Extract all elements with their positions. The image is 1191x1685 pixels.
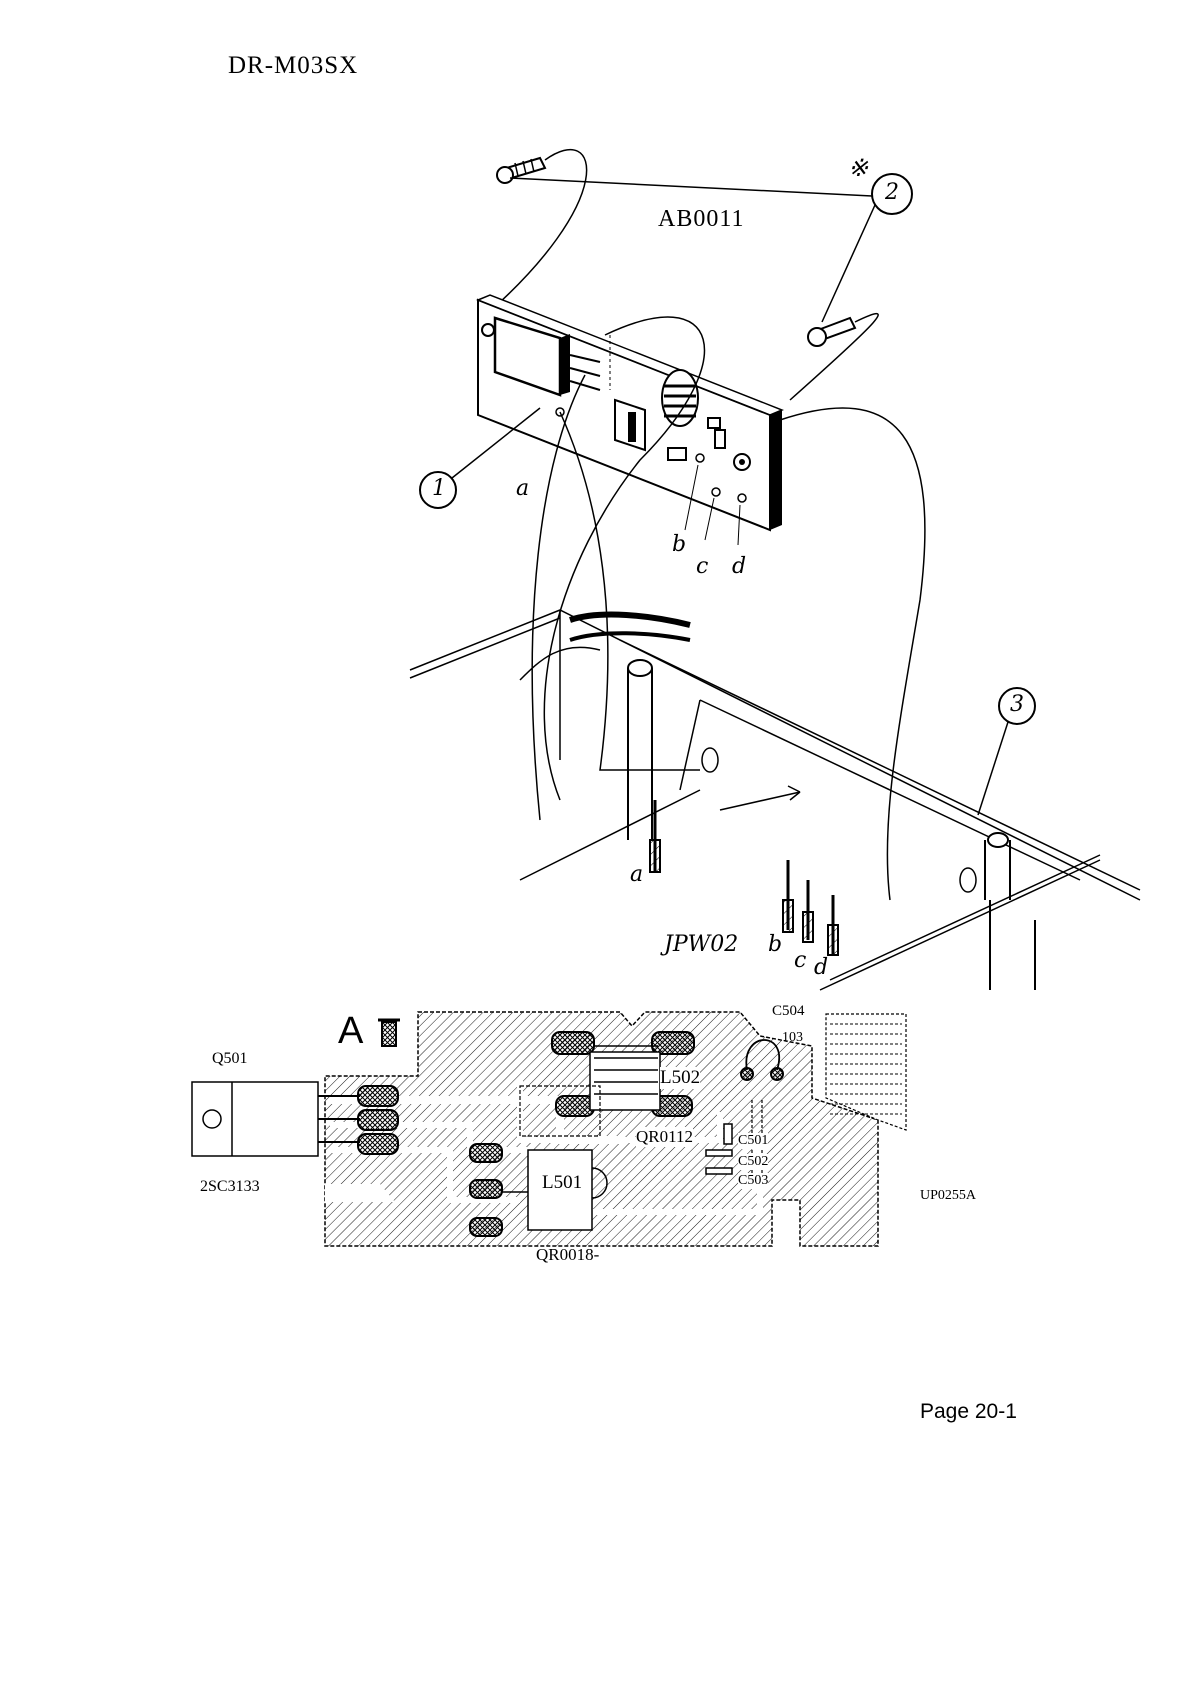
hole-label-a: a: [516, 476, 529, 501]
hole-label-d: d: [732, 554, 746, 579]
pin-label-a: a: [630, 862, 643, 887]
callout-1-label: 1: [432, 476, 446, 501]
callout-2-label: 2: [885, 180, 899, 205]
pin-label-b: b: [768, 932, 782, 957]
pin-c: [803, 880, 813, 942]
board-mark-a: A: [338, 1010, 363, 1053]
callout-3-label: 3: [1010, 692, 1024, 717]
label-c502: C502: [738, 1154, 768, 1170]
page-number: Page 20-1: [920, 1400, 1017, 1424]
hole-label-c: c: [696, 554, 708, 579]
pcb-layout-drawing: [0, 1000, 1191, 1260]
label-c504: C504: [772, 1003, 805, 1020]
exploded-view-drawing: [0, 0, 1191, 1000]
pin-d: [828, 895, 838, 955]
asterisk-note: ※: [848, 154, 868, 182]
marker-icon: [382, 1022, 396, 1046]
label-qr0112: QR0112: [636, 1127, 693, 1147]
board-part-number: UP0255A: [920, 1188, 976, 1204]
pin-label-d: d: [814, 955, 828, 980]
pin-b: [783, 860, 793, 932]
label-c504-value: 103: [782, 1030, 803, 1046]
hole-label-b: b: [672, 532, 686, 557]
transistor-ref: Q501: [212, 1050, 248, 1068]
assembly-label: AB0011: [658, 206, 744, 233]
label-c501: C501: [738, 1133, 768, 1149]
jumper-label: JPW02: [664, 932, 738, 957]
screw-right: [808, 318, 855, 346]
transistor-part: 2SC3133: [200, 1178, 260, 1196]
label-qr0018: QR0018-: [536, 1245, 599, 1265]
pin-label-c: c: [794, 948, 806, 973]
label-l502: L502: [660, 1067, 700, 1089]
label-c503: C503: [738, 1173, 768, 1189]
label-l501: L501: [542, 1172, 582, 1194]
